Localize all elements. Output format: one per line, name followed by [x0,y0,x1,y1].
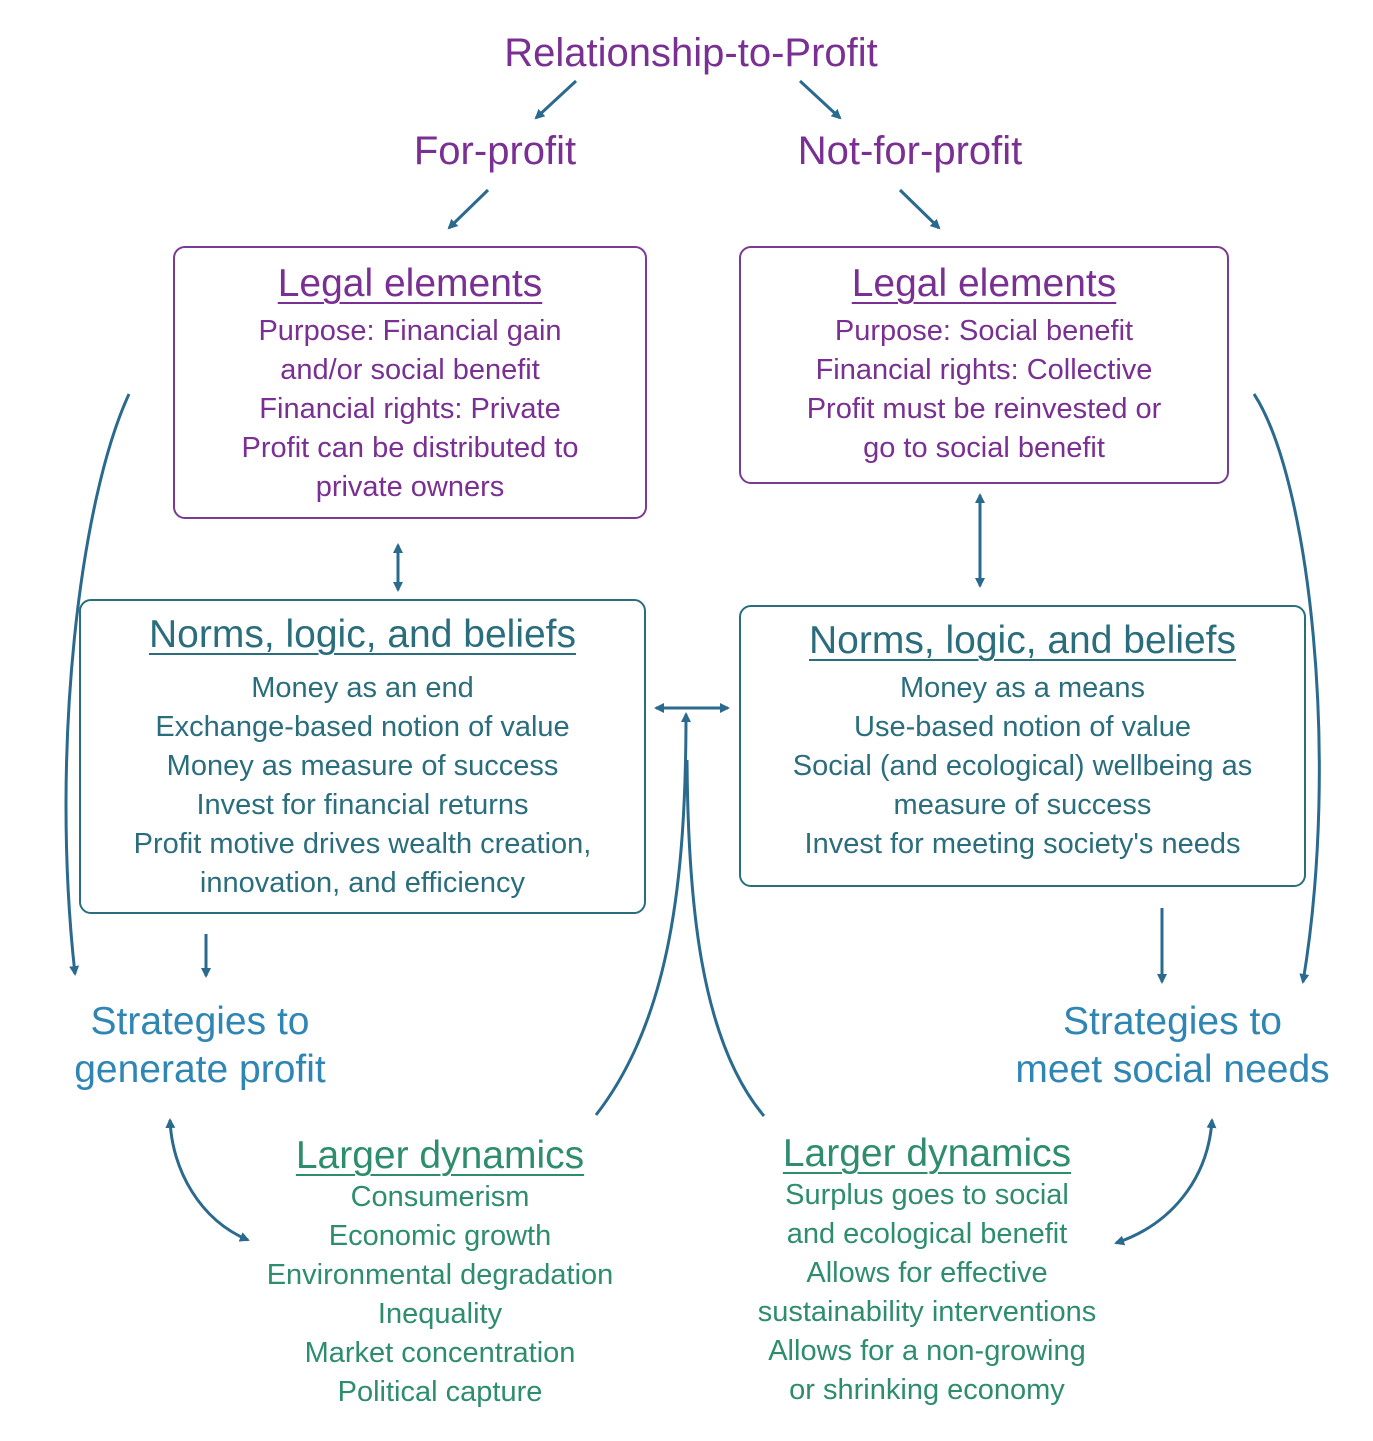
diagram-title: Relationship-to-Profit [504,31,878,75]
legal-line: Profit can be distributed to [241,432,579,464]
dynamics-line: Inequality [377,1298,503,1330]
norms-title: Norms, logic, and beliefs [808,619,1237,662]
norms-line: Profit motive drives wealth creation, [133,828,592,860]
legal-elements-box-for-profit: Legal elements Purpose: Financial gain a… [173,246,647,519]
legal-line: Purpose: Social benefit [834,315,1134,347]
legal-line: Financial rights: Collective [815,354,1153,386]
legal-line: Financial rights: Private [259,393,561,425]
dynamics-line: or shrinking economy [789,1374,1065,1406]
legal-line: Profit must be reinvested or [806,393,1162,425]
larger-dynamics-not-for-profit: Larger dynamics Surplus goes to social a… [712,1132,1142,1410]
dynamics-line: Environmental degradation [266,1259,614,1291]
legal-line: and/or social benefit [280,354,540,386]
not-for-profit-label: Not-for-profit [797,129,1023,173]
strategy-line: Strategies to [90,1000,310,1043]
norms-line: Use-based notion of value [854,711,1191,743]
norms-box-not-for-profit: Norms, logic, and beliefs Money as a mea… [739,605,1306,887]
norms-line: Social (and ecological) wellbeing as [792,750,1253,782]
strategy-line: generate profit [74,1048,326,1091]
strategy-line: meet social needs [1015,1048,1330,1091]
legal-line: private owners [315,471,505,503]
arrow-not-for-profit-to-legal [898,188,941,230]
dynamics-line: Political capture [337,1376,543,1408]
norms-title: Norms, logic, and beliefs [148,613,577,656]
legal-elements-title: Legal elements [277,262,543,305]
strategies-not-for-profit: Strategies to meet social needs [985,998,1360,1094]
arrow-strategy-dynamics-nfp [1114,1118,1217,1246]
for-profit-label: For-profit [413,129,577,173]
norms-line: Exchange-based notion of value [155,711,570,743]
norms-line: Money as an end [251,672,474,704]
legal-elements-title: Legal elements [851,262,1117,305]
arrow-title-to-not-for-profit [798,79,842,120]
larger-dynamics-title: Larger dynamics [295,1134,585,1177]
legal-line: go to social benefit [863,432,1105,464]
dynamics-line: Surplus goes to social [785,1179,1069,1211]
arrow-legal-to-strategy-fp [64,393,131,976]
arrow-title-to-for-profit [534,79,578,120]
arrow-strategy-dynamics-fp [165,1118,250,1242]
norms-line: Money as measure of success [166,750,559,782]
norms-line: innovation, and efficiency [199,867,526,899]
norms-line: Invest for meeting society's needs [804,828,1241,860]
dynamics-line: Market concentration [304,1337,576,1369]
arrow-for-profit-to-legal [447,188,490,230]
strategy-line: Strategies to [1063,1000,1282,1043]
larger-dynamics-title: Larger dynamics [782,1132,1072,1175]
dynamics-line: and ecological benefit [786,1218,1068,1250]
arrow-legal-to-strategy-nfp [1252,393,1321,984]
dynamics-line: Economic growth [328,1220,552,1252]
larger-dynamics-for-profit: Larger dynamics Consumerism Economic gro… [220,1134,660,1412]
norms-line: Invest for financial returns [196,789,529,821]
legal-elements-box-not-for-profit: Legal elements Purpose: Social benefit F… [739,246,1229,484]
dynamics-line: sustainability interventions [757,1296,1097,1328]
dynamics-line: Consumerism [350,1181,530,1213]
strategies-for-profit: Strategies to generate profit [40,998,360,1094]
arrow-dynamics-fp-to-norms [594,712,691,1116]
dynamics-line: Allows for a non-growing [768,1335,1086,1367]
norms-line: measure of success [893,789,1152,821]
dynamics-line: Allows for effective [806,1257,1048,1289]
legal-line: Purpose: Financial gain [258,315,562,347]
arrow-dynamics-nfp-to-norms [685,759,766,1117]
norms-line: Money as a means [899,672,1145,704]
norms-box-for-profit: Norms, logic, and beliefs Money as an en… [79,599,646,914]
